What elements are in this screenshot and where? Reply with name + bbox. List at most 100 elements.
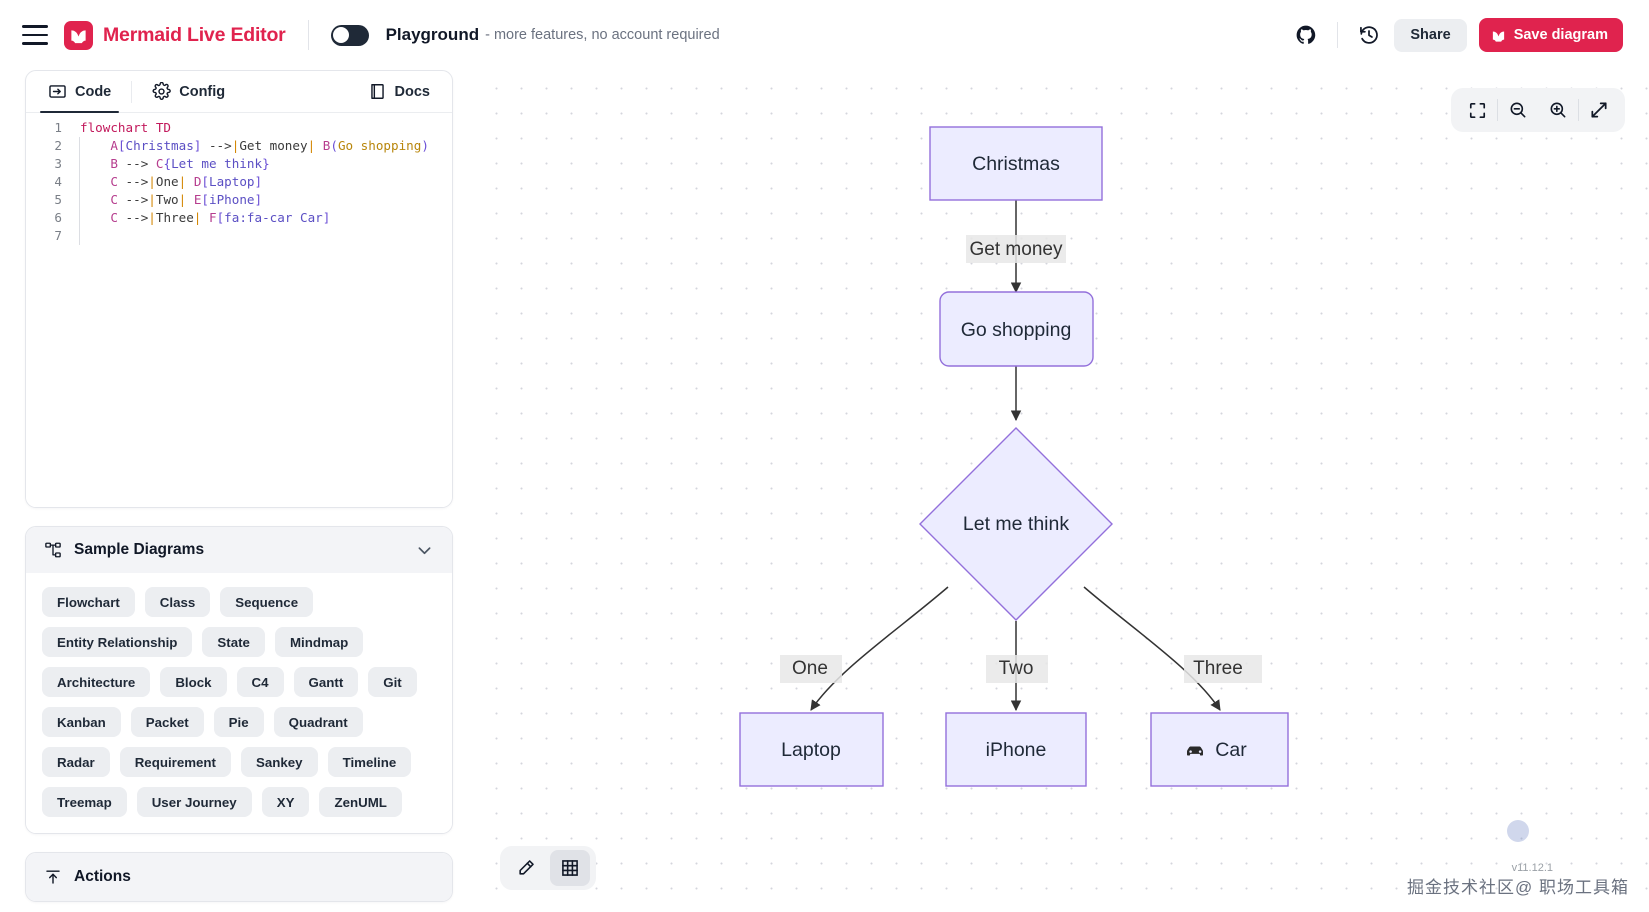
header-actions: Share Save diagram — [1287, 16, 1627, 54]
edge-label-get-money: Get money — [970, 239, 1063, 260]
chip-flowchart[interactable]: Flowchart — [42, 587, 135, 617]
app-body: Code Config — [0, 70, 1649, 912]
line-number: 7 — [54, 228, 62, 243]
node-iphone[interactable]: iPhone — [945, 712, 1087, 787]
tab-divider — [131, 80, 133, 103]
chip-quadrant[interactable]: Quadrant — [273, 707, 363, 737]
header-divider — [307, 20, 309, 50]
canvas-mode-toolbar — [500, 846, 596, 890]
edge-label-two: Two — [999, 658, 1034, 679]
zoom-in-button[interactable] — [1538, 92, 1578, 128]
edge-C-F: Three — [1083, 586, 1262, 711]
zoom-out-button[interactable] — [1498, 92, 1538, 128]
chip-radar[interactable]: Radar — [42, 747, 110, 777]
line-number: 1 — [54, 120, 62, 135]
code-arrow-icon — [48, 82, 67, 101]
code-line-7 — [80, 227, 452, 245]
version-label: v11.12.1 — [1511, 862, 1553, 874]
chip-c4[interactable]: C4 — [236, 667, 284, 697]
tab-code-label: Code — [75, 83, 112, 100]
node-christmas[interactable]: Christmas — [929, 126, 1103, 201]
view-toolbar — [1451, 88, 1625, 132]
node-laptop[interactable]: Laptop — [739, 712, 884, 787]
code-line-3: B --> C{Let me think} — [110, 156, 270, 171]
playground-toggle[interactable] — [330, 24, 369, 46]
share-button[interactable]: Share — [1394, 18, 1467, 52]
node-let-me-think[interactable]: Let me think — [919, 427, 1113, 621]
chip-treemap[interactable]: Treemap — [42, 787, 127, 817]
chip-entity-relationship[interactable]: Entity Relationship — [42, 627, 193, 657]
node-label-laptop: Laptop — [781, 739, 841, 761]
sample-diagrams-header[interactable]: Sample Diagrams — [26, 527, 452, 573]
node-label-iphone: iPhone — [986, 739, 1047, 761]
chip-gantt[interactable]: Gantt — [293, 667, 359, 697]
node-label-go-shopping: Go shopping — [961, 319, 1072, 341]
gear-icon — [152, 82, 172, 101]
github-icon[interactable] — [1287, 16, 1325, 54]
grid-icon[interactable] — [550, 850, 590, 886]
hamburger-icon[interactable] — [22, 25, 48, 45]
chip-timeline[interactable]: Timeline — [327, 747, 412, 777]
pan-pencil-icon[interactable] — [506, 850, 546, 886]
chip-git[interactable]: Git — [368, 667, 417, 697]
save-mermaid-icon — [1491, 28, 1506, 43]
chip-xy[interactable]: XY — [261, 787, 310, 817]
line-number: 5 — [54, 192, 62, 207]
toggle-knob — [333, 27, 350, 43]
edge-A-B: Get money — [966, 200, 1066, 294]
node-go-shopping[interactable]: Go shopping — [939, 291, 1094, 367]
code-editor[interactable]: 1 2 3 4 5 6 7 flowchart TD A[Christmas] … — [26, 113, 452, 507]
code-line-6: C -->|Three| F[fa:fa-car Car] — [110, 210, 331, 225]
app-header: Mermaid Live Editor Playground - more fe… — [0, 0, 1649, 70]
editor-tabs: Code Config — [26, 71, 452, 113]
diagram-tree-icon — [44, 541, 62, 559]
edge-C-E: Two — [986, 621, 1048, 712]
edge-C-D: One — [780, 586, 949, 711]
chip-mindmap[interactable]: Mindmap — [274, 627, 364, 657]
edge-label-three: Three — [1193, 658, 1243, 679]
chip-state[interactable]: State — [202, 627, 265, 657]
tab-code[interactable]: Code — [40, 71, 120, 113]
edge-label-one: One — [792, 658, 828, 679]
chip-sequence[interactable]: Sequence — [220, 587, 314, 617]
tab-docs[interactable]: Docs — [360, 71, 438, 112]
edge-label-bg — [966, 235, 1066, 263]
chip-requirement[interactable]: Requirement — [119, 747, 231, 777]
chip-zenuml[interactable]: ZenUML — [319, 787, 402, 817]
code-content[interactable]: flowchart TD A[Christmas] -->|Get money|… — [72, 119, 452, 507]
diagram-canvas[interactable]: Get money One Two Three — [478, 70, 1649, 912]
chip-block[interactable]: Block — [160, 667, 227, 697]
chip-architecture[interactable]: Architecture — [42, 667, 151, 697]
brand-title: Mermaid Live Editor — [103, 23, 286, 46]
chip-class[interactable]: Class — [144, 587, 211, 617]
sample-diagram-chips: Flowchart Class Sequence Entity Relation… — [26, 573, 452, 833]
watermark-text: 掘金技术社区@ 职场工具箱 — [1407, 878, 1629, 897]
chip-pie[interactable]: Pie — [213, 707, 264, 737]
edge-label-bg — [1184, 655, 1262, 683]
actions-panel: Actions — [25, 852, 453, 902]
chip-kanban[interactable]: Kanban — [42, 707, 121, 737]
tab-docs-label: Docs — [394, 83, 430, 100]
tab-config-label: Config — [179, 83, 226, 100]
fullscreen-button[interactable] — [1579, 92, 1619, 128]
line-number: 3 — [54, 156, 62, 171]
line-number: 2 — [54, 138, 62, 153]
cursor-indicator — [1507, 820, 1529, 842]
node-label-car: Car — [1215, 739, 1247, 761]
playground-label: Playground — [385, 25, 480, 44]
chip-sankey[interactable]: Sankey — [240, 747, 318, 777]
save-diagram-button[interactable]: Save diagram — [1478, 18, 1623, 52]
history-icon[interactable] — [1350, 16, 1388, 54]
sample-diagrams-title: Sample Diagrams — [74, 541, 205, 558]
reset-view-button[interactable] — [1457, 92, 1497, 128]
actions-header[interactable]: Actions — [26, 853, 452, 901]
car-icon — [1187, 746, 1203, 756]
edge-label-bg — [986, 655, 1048, 683]
node-car[interactable]: Car — [1150, 712, 1289, 787]
flowchart-svg: Get money One Two Three — [739, 126, 1289, 787]
chip-packet[interactable]: Packet — [130, 707, 204, 737]
tab-config[interactable]: Config — [144, 71, 233, 112]
chevron-down-icon[interactable] — [415, 541, 434, 560]
line-number: 6 — [54, 210, 62, 225]
chip-user-journey[interactable]: User Journey — [136, 787, 252, 817]
